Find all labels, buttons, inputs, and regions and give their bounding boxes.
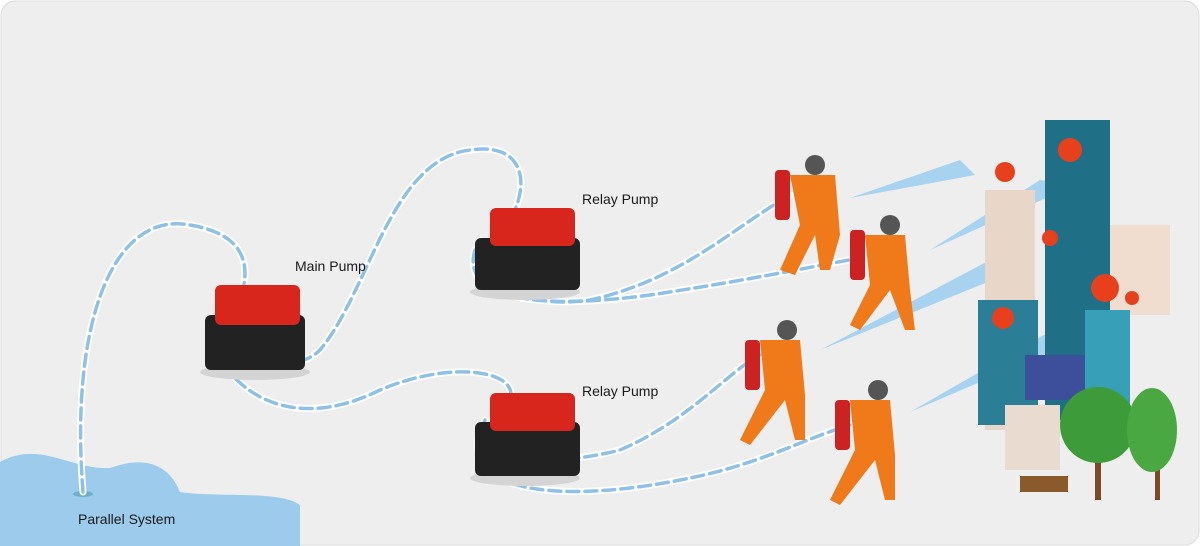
relay-pump-bottom <box>470 393 580 486</box>
firefighter-2 <box>850 215 915 330</box>
firefighter-3 <box>740 320 805 445</box>
firefighter-4 <box>830 380 895 505</box>
bench <box>1020 476 1068 492</box>
firefighters <box>740 155 915 505</box>
trees <box>1020 387 1177 500</box>
buildings <box>978 120 1170 470</box>
relay-pump-bottom-label: Relay Pump <box>582 383 659 399</box>
relay-pump-top <box>470 208 580 300</box>
firefighter-1 <box>775 155 840 275</box>
fire-icons <box>992 138 1139 329</box>
relay-pump-top-label: Relay Pump <box>582 191 659 207</box>
main-pump-label: Main Pump <box>295 258 366 274</box>
source-label: Parallel System <box>78 511 176 527</box>
main-pump <box>200 285 310 380</box>
water-source <box>0 453 300 546</box>
